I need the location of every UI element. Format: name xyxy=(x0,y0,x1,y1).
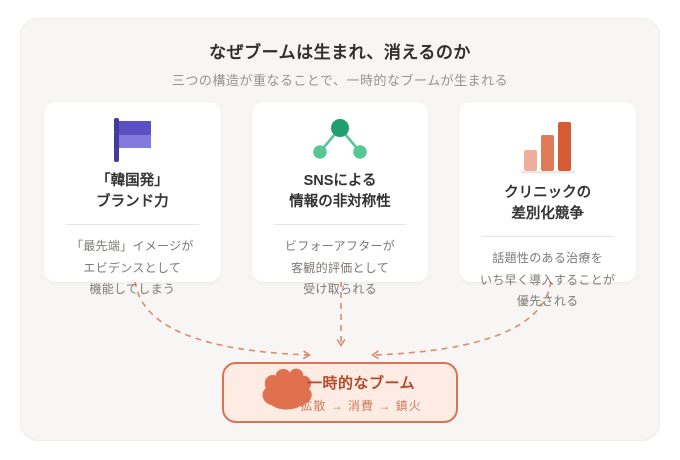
factor-card-korean-brand: 「韓国発」 ブランド力 「最先端」イメージが エビデンスとして 機能してしまう xyxy=(44,102,221,296)
divider xyxy=(481,236,615,238)
card-title: クリニックの 差別化競争 xyxy=(504,185,592,223)
page-title: なぜブームは生まれ、消えるのか xyxy=(209,43,471,62)
factor-card-clinic: クリニックの 差別化競争 話題性のある治療を いち早く導入することが 優先される xyxy=(459,102,637,308)
page-subtitle: 三つの構造が重なることで、一時的なブームが生まれる xyxy=(171,73,509,88)
result-box: 一時的なブーム 拡散 → 消費 → 鎮火 xyxy=(222,362,458,423)
network-icon xyxy=(264,116,417,162)
card-body: 「最先端」イメージが エビデンスとして 機能してしまう xyxy=(70,239,194,297)
flag-icon xyxy=(56,116,209,162)
divider xyxy=(66,224,199,226)
result-text: 一時的なブーム 拡散 → 消費 → 鎮火 xyxy=(300,372,421,414)
card-title: SNSによる 情報の非対称性 xyxy=(289,173,391,211)
factor-card-sns: SNSによる 情報の非対称性 ビフォーアフターが 客観的評価として 受け取られる xyxy=(251,102,429,296)
result-subtitle: 拡散 → 消費 → 鎮火 xyxy=(300,398,422,413)
card-body: 話題性のある治療を いち早く導入することが 優先される xyxy=(480,251,616,309)
factor-cards-row: 「韓国発」 ブランド力 「最先端」イメージが エビデンスとして 機能してしまう xyxy=(44,102,637,308)
bar-chart-icon xyxy=(471,116,624,174)
result-title: 一時的なブーム xyxy=(306,374,416,392)
flame-icon xyxy=(258,366,316,417)
divider xyxy=(273,224,407,226)
diagram-panel: なぜブームは生まれ、消えるのか 三つの構造が重なることで、一時的なブームが生まれ… xyxy=(20,18,660,441)
header: なぜブームは生まれ、消えるのか 三つの構造が重なることで、一時的なブームが生まれ… xyxy=(21,19,659,89)
card-body: ビフォーアフターが 客観的評価として 受け取られる xyxy=(284,239,396,297)
card-title: 「韓国発」 ブランド力 xyxy=(96,173,169,211)
